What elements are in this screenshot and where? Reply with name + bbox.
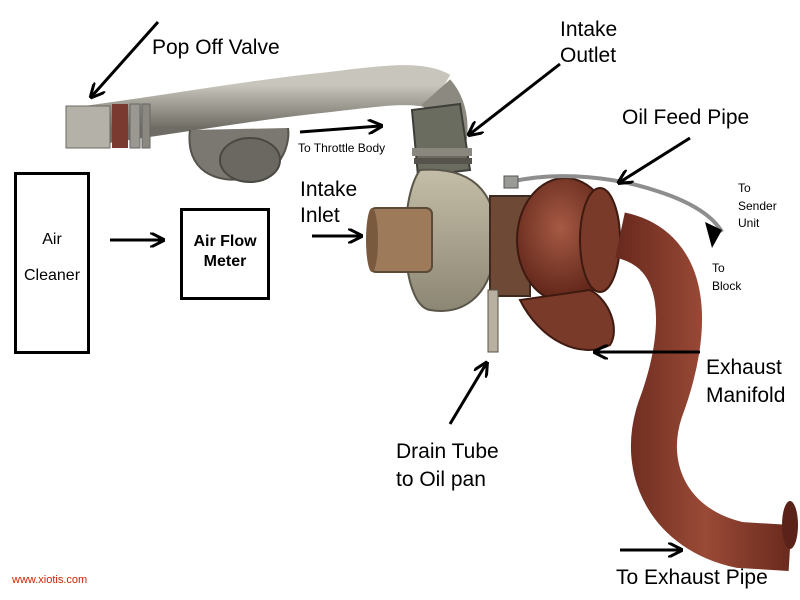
- label-to-sender-1: To: [738, 181, 751, 195]
- air-flow-meter-box: Air Flow Meter: [180, 208, 270, 300]
- arrow-pop-off-valve: [92, 21, 160, 96]
- label-pop-off-valve: Pop Off Valve: [152, 36, 280, 59]
- label-to-exhaust-pipe: To Exhaust Pipe: [616, 566, 768, 589]
- label-intake-inlet-1: Intake: [300, 178, 358, 201]
- turbine-housing: [489, 177, 621, 351]
- oil-feed-line: [503, 174, 724, 248]
- label-drain-tube-2: to Oil pan: [396, 468, 486, 491]
- arrow-to-throttle: [299, 126, 380, 132]
- air-flow-meter-label-1: Air Flow: [193, 233, 257, 250]
- label-exhaust-manifold-2: Manifold: [706, 384, 786, 407]
- credit-link[interactable]: www.xiotis.com: [12, 574, 88, 586]
- label-intake-outlet-2: Outlet: [560, 44, 617, 67]
- arrow-drain-tube: [448, 364, 486, 425]
- throttle-hose: [188, 127, 290, 183]
- drain-tube: [487, 289, 499, 353]
- annotation-arrows: [92, 21, 700, 550]
- compressor-housing: [366, 168, 497, 312]
- label-oil-feed-pipe: Oil Feed Pipe: [622, 106, 750, 129]
- label-intake-inlet-2: Inlet: [300, 204, 340, 227]
- label-to-sender-2: Sender: [738, 199, 777, 213]
- air-cleaner-label-2: Cleaner: [23, 267, 81, 284]
- arrow-intake-outlet: [470, 62, 561, 134]
- label-to-sender-3: Unit: [738, 216, 760, 230]
- label-to-block-1: To: [712, 261, 725, 275]
- label-drain-tube-1: Drain Tube: [396, 440, 499, 463]
- label-to-block-2: Block: [712, 279, 742, 293]
- label-intake-outlet-1: Intake: [560, 18, 618, 41]
- label-to-throttle-body: To Throttle Body: [298, 141, 386, 155]
- air-cleaner-label-1: Air: [42, 231, 62, 248]
- intake-coupler: [410, 102, 472, 178]
- air-cleaner-box: Air Cleaner: [14, 172, 90, 354]
- air-flow-meter-label-2: Meter: [203, 253, 247, 270]
- label-exhaust-manifold-1: Exhaust: [706, 356, 782, 379]
- arrow-oil-feed: [620, 136, 691, 182]
- exhaust-pipe: [613, 212, 798, 571]
